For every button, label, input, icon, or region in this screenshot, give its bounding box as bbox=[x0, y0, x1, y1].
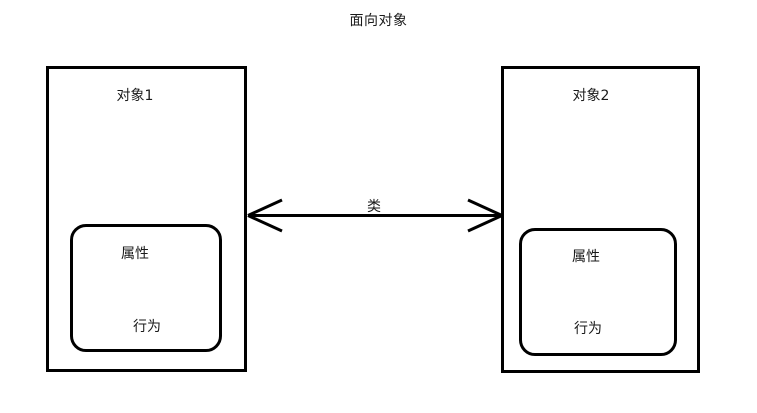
object-box-2-attributes-label: 属性 bbox=[572, 249, 600, 265]
object-box-1-title: 对象1 bbox=[116, 88, 154, 104]
object-box-1-behavior-label: 行为 bbox=[133, 319, 161, 335]
page-title: 面向对象 bbox=[349, 13, 408, 29]
object-box-2-behavior-label: 行为 bbox=[574, 321, 602, 337]
double-arrow-icon bbox=[247, 198, 503, 233]
object-box-1-members-container[interactable] bbox=[70, 224, 222, 352]
object-box-2-members-container[interactable] bbox=[519, 228, 677, 356]
relation-label: 类 bbox=[367, 199, 381, 215]
object-box-2-title: 对象2 bbox=[572, 88, 610, 104]
object-box-1-attributes-label: 属性 bbox=[121, 246, 149, 262]
